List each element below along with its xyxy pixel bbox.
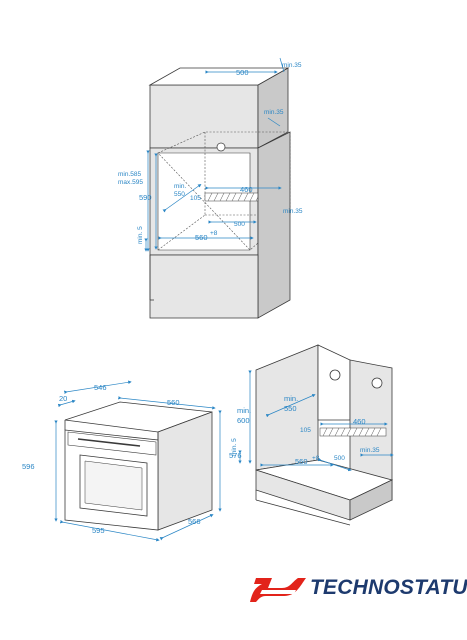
dim-min5: min. 5 [137, 226, 144, 244]
dim-tol-sup: +8 [210, 230, 218, 237]
dim-side-gap: min.35 [264, 109, 284, 116]
dim-height-max: max.595 [118, 179, 143, 186]
dim-depth-min-label: min. [284, 394, 298, 403]
dim-bottom-gap: min.35 [283, 208, 303, 215]
dim-depth-min: min. [174, 183, 186, 190]
dim-height-min: min.585 [118, 171, 142, 178]
dim-inner-width: 460 [240, 185, 253, 194]
dim-width-tol: 560 [195, 233, 208, 242]
dim-bottom-gap-3: min.35 [360, 447, 380, 454]
dim-min5-3: min. 5 [231, 438, 238, 456]
dim-20: 20 [59, 394, 67, 403]
dim-width-tol-3: 560 [295, 457, 308, 466]
dim-rail-height: 105 [190, 195, 201, 202]
dim-tol-sup-3: +8 [312, 455, 320, 462]
logo-text: TECHNOSTATUS [310, 576, 467, 599]
dim-566: 566 [188, 517, 201, 526]
dim-576: 576 [229, 451, 242, 460]
dim-595: 595 [92, 526, 105, 535]
dim-546: 546 [94, 383, 107, 392]
dim-top-gap: min.35 [282, 62, 302, 69]
dim-depth-550: 550 [284, 404, 297, 413]
dim-rail-height-3: 105 [300, 427, 311, 434]
dim-inner-width-3: 460 [353, 417, 366, 426]
oven-diagram: 546 20 560 596 576 595 566 [22, 380, 242, 542]
base-cabinet-diagram: min. 600 min. 550 460 105 min. 5 560 +8 … [231, 344, 394, 526]
dim-596: 596 [22, 462, 35, 471]
dim-height-min-label: min. [237, 406, 251, 415]
dim-height-600: 600 [237, 416, 250, 425]
dim-front-depth-3: 500 [334, 455, 345, 462]
dim-top-width: 500 [236, 68, 249, 77]
dim-front-depth: 500 [234, 221, 245, 228]
tall-cabinet-diagram: 500 min.35 min.35 min.585 max.595 590 mi… [118, 57, 303, 319]
dim-560: 560 [167, 398, 180, 407]
dim-height: 590 [139, 193, 152, 202]
technostatus-logo [250, 578, 306, 602]
